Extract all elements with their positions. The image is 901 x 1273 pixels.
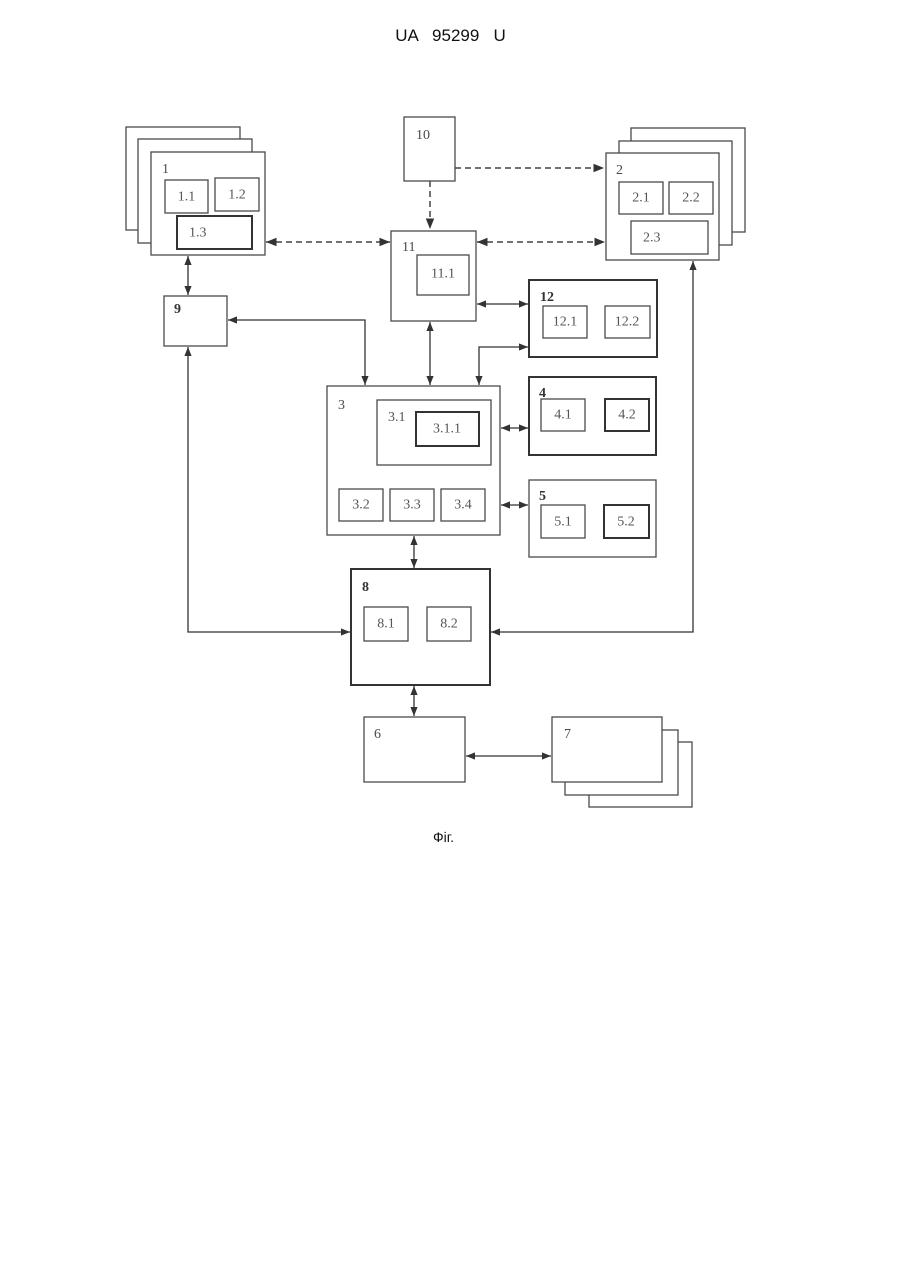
block-2: 2 2.1 2.2 2.3 xyxy=(606,128,745,260)
block-1-2-label: 1.2 xyxy=(228,188,246,203)
block-3-3-label: 3.3 xyxy=(403,498,421,513)
block-2-1-label: 2.1 xyxy=(632,191,650,206)
arrow-9-8 xyxy=(188,347,350,632)
block-2-2-label: 2.2 xyxy=(682,191,700,206)
block-10: 10 xyxy=(404,117,455,181)
block-8-1-label: 8.1 xyxy=(377,617,395,632)
block-12-2-label: 12.2 xyxy=(615,315,640,330)
block-1-3-label: 1.3 xyxy=(189,226,207,241)
block-11-1-label: 11.1 xyxy=(431,267,455,282)
block-6: 6 xyxy=(364,717,465,782)
block-2-label: 2 xyxy=(616,163,623,178)
block-6-label: 6 xyxy=(374,727,381,742)
block-7: 7 xyxy=(552,717,692,807)
block-12-label: 12 xyxy=(540,290,554,305)
block-8-label: 8 xyxy=(362,580,369,595)
block-11-label: 11 xyxy=(402,240,415,255)
block-3-4-label: 3.4 xyxy=(454,498,472,513)
block-1-1-label: 1.1 xyxy=(178,190,196,205)
block-12-1-label: 12.1 xyxy=(553,315,578,330)
block-8-2-label: 8.2 xyxy=(440,617,458,632)
block-10-frame xyxy=(404,117,455,181)
block-7-label: 7 xyxy=(564,727,571,742)
block-2-3-label: 2.3 xyxy=(643,231,661,246)
block-5-2-label: 5.2 xyxy=(617,515,635,530)
block-11: 11 11.1 xyxy=(391,231,476,321)
block-1: 1 1.1 1.2 1.3 xyxy=(126,127,265,255)
block-1-label: 1 xyxy=(162,162,169,177)
block-5-label: 5 xyxy=(539,489,546,504)
block-4-2-label: 4.2 xyxy=(618,408,636,423)
block-3-2-label: 3.2 xyxy=(352,498,370,513)
block-4: 4 4.1 4.2 xyxy=(529,377,656,455)
block-5: 5 5.1 5.2 xyxy=(529,480,656,557)
block-8: 8 8.1 8.2 xyxy=(351,569,490,685)
arrow-9-3 xyxy=(228,320,365,385)
block-9-label: 9 xyxy=(174,302,181,317)
block-9: 9 xyxy=(164,296,227,346)
block-5-1-label: 5.1 xyxy=(554,515,572,530)
block-3-label: 3 xyxy=(338,398,345,413)
block-3-1-1-label: 3.1.1 xyxy=(433,422,461,437)
block-10-label: 10 xyxy=(416,128,430,143)
figure-caption: Фіг. xyxy=(0,829,887,845)
block-4-1-label: 4.1 xyxy=(554,408,572,423)
arrow-3-12 xyxy=(479,347,528,385)
block-3: 3 3.1 3.1.1 3.2 3.3 3.4 xyxy=(327,386,500,535)
block-12: 12 12.1 12.2 xyxy=(529,280,657,357)
block-3-1-label: 3.1 xyxy=(388,410,406,425)
